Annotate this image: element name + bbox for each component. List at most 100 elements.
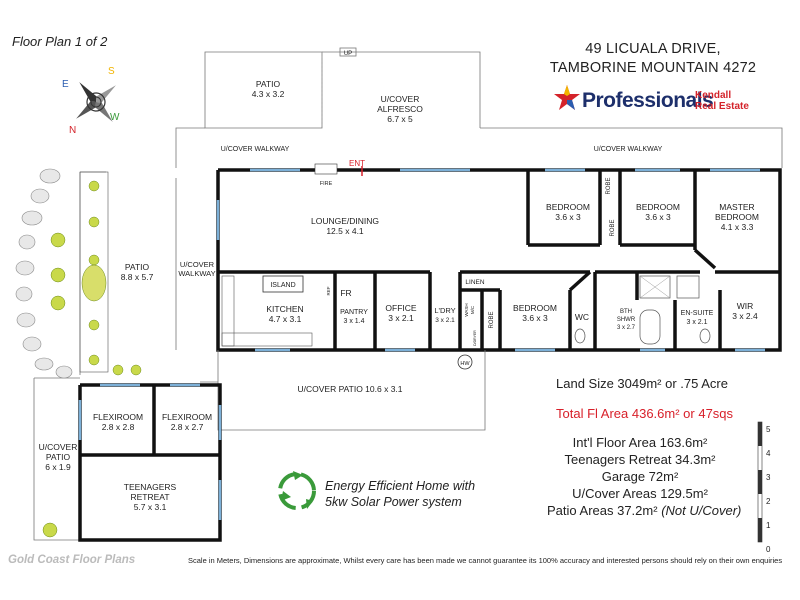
room-bath-2: SHWR bbox=[617, 317, 636, 323]
scale-labels: 5 4 3 2 1 0 bbox=[766, 418, 770, 562]
room-bath: BTH bbox=[620, 309, 632, 315]
room-patio-top: PATIO bbox=[256, 79, 281, 89]
room-bedroom-2: BEDROOM bbox=[636, 202, 680, 212]
label-dryer: D/DRYER bbox=[473, 330, 477, 346]
room-bedroom-2-dim: 3.6 x 3 bbox=[645, 212, 671, 222]
room-ucover-patio-small-dim: 6 x 1.9 bbox=[45, 462, 71, 472]
patio-area: Patio Areas 37.2m² (Not U/Cover) bbox=[547, 503, 741, 518]
total-floor-area: Total Fl Area 436.6m² or 47sqs bbox=[556, 406, 734, 421]
outdoor-outlines bbox=[175, 47, 783, 350]
room-lounge: LOUNGE/DINING bbox=[311, 216, 379, 226]
room-laundry-dim: 3 x 2.1 bbox=[435, 317, 455, 324]
garden-rocks bbox=[15, 168, 73, 379]
address-line-2: TAMBORINE MOUNTAIN 4272 bbox=[549, 60, 757, 76]
teenagers-retreat-area: Teenagers Retreat 34.3m² bbox=[564, 452, 716, 467]
label-fire: FIRE bbox=[320, 181, 333, 187]
room-kitchen-dim: 4.7 x 3.1 bbox=[269, 314, 302, 324]
room-lounge-dim: 12.5 x 4.1 bbox=[326, 226, 364, 236]
room-office-dim: 3 x 2.1 bbox=[388, 313, 414, 323]
energy-note-line-2: 5kw Solar Power system bbox=[325, 495, 462, 509]
shower-icon bbox=[639, 275, 671, 299]
room-flexiroom-1: FLEXIROOM bbox=[93, 412, 143, 422]
compass-e: E bbox=[62, 79, 69, 90]
label-island: ISLAND bbox=[270, 282, 295, 289]
room-wir: WIR bbox=[737, 301, 754, 311]
room-patio-left-dim: 8.8 x 5.7 bbox=[121, 272, 154, 282]
label-walkway-right: U/COVER WALKWAY bbox=[594, 146, 663, 153]
room-wir-dim: 3 x 2.4 bbox=[732, 311, 758, 321]
scale-label-4: 4 bbox=[766, 449, 771, 458]
energy-recycle-icon bbox=[278, 471, 316, 510]
hot-water-icon bbox=[457, 354, 473, 370]
internal-floor-area: Int'l Floor Area 163.6m² bbox=[572, 435, 708, 450]
room-ucover-patio-small-2: PATIO bbox=[46, 452, 71, 462]
room-alfresco-2: ALFRESCO bbox=[377, 104, 423, 114]
scale-label-0: 0 bbox=[766, 545, 771, 554]
room-alfresco-dim: 6.7 x 5 bbox=[387, 114, 413, 124]
room-master: MASTER bbox=[719, 202, 754, 212]
kitchen-island bbox=[262, 275, 304, 293]
footer-brand: Gold Coast Floor Plans bbox=[8, 554, 136, 566]
label-robe-1: ROBE bbox=[606, 177, 612, 194]
room-bath-dim: 3 x 2.7 bbox=[617, 325, 636, 331]
scale-label-3: 3 bbox=[766, 473, 771, 482]
ucover-area: U/Cover Areas 129.5m² bbox=[572, 486, 708, 501]
garden-plants bbox=[42, 180, 142, 538]
room-ucover-patio-small: U/COVER bbox=[39, 442, 78, 452]
patio-area-value: Patio Areas 37.2m² bbox=[547, 503, 658, 518]
room-ucover-patio: U/COVER PATIO 10.6 x 3.1 bbox=[297, 384, 402, 394]
energy-note-line-1: Energy Efficient Home with bbox=[325, 479, 476, 493]
main-walls bbox=[216, 168, 782, 352]
room-master-dim: 4.1 x 3.3 bbox=[721, 222, 754, 232]
room-bedroom-3: BEDROOM bbox=[513, 303, 557, 313]
room-bedroom-3-dim: 3.6 x 3 bbox=[522, 313, 548, 323]
label-robe-2: ROBE bbox=[610, 219, 616, 236]
room-wc: WC bbox=[575, 312, 589, 322]
compass-rose-icon: N E S W bbox=[62, 66, 120, 136]
room-office: OFFICE bbox=[385, 303, 416, 313]
room-patio-left: PATIO bbox=[125, 262, 150, 272]
label-entrance: ENT bbox=[349, 159, 365, 168]
label-linen: LINEN bbox=[465, 279, 484, 286]
compass-s: S bbox=[108, 66, 115, 77]
room-flexiroom-2: FLEXIROOM bbox=[162, 412, 212, 422]
windows bbox=[216, 168, 765, 352]
brand-sub-1: Kendall bbox=[695, 90, 732, 101]
label-wash: WASH bbox=[464, 303, 469, 316]
room-teen-dim: 5.7 x 3.1 bbox=[134, 502, 167, 512]
label-walkway-left: U/COVER WALKWAY bbox=[221, 146, 290, 153]
scale-bar bbox=[757, 421, 763, 543]
brand-sub-2: Real Estate bbox=[695, 101, 749, 112]
label-ref: REF bbox=[326, 286, 331, 295]
footer-disclaimer: Scale in Meters, Dimensions are approxim… bbox=[188, 556, 783, 565]
label-robe-3: ROBE bbox=[489, 311, 495, 328]
room-flexiroom-2-dim: 2.8 x 2.7 bbox=[171, 422, 204, 432]
room-master-2: BEDROOM bbox=[715, 212, 759, 222]
label-walkway-side-2: WALKWAY bbox=[178, 269, 215, 278]
room-bedroom-1: BEDROOM bbox=[546, 202, 590, 212]
land-size: Land Size 3049m² or .75 Acre bbox=[556, 376, 728, 391]
label-fridge: FR bbox=[340, 288, 351, 298]
label-up: UP bbox=[344, 51, 352, 57]
room-pantry: PANTRY bbox=[340, 309, 368, 316]
room-alfresco: U/COVER bbox=[381, 94, 420, 104]
compass-n: N bbox=[69, 125, 76, 136]
room-laundry: L'DRY bbox=[434, 306, 455, 315]
room-patio-top-dim: 4.3 x 3.2 bbox=[252, 89, 285, 99]
garage-area: Garage 72m² bbox=[601, 469, 679, 484]
scale-label-2: 2 bbox=[766, 497, 771, 506]
patio-area-note: (Not U/Cover) bbox=[661, 503, 742, 518]
retreat-walls bbox=[78, 383, 222, 542]
compass-w: W bbox=[110, 112, 120, 123]
plan-title: Floor Plan 1 of 2 bbox=[12, 34, 108, 49]
scale-label-5: 5 bbox=[766, 425, 771, 434]
room-ensuite-dim: 3 x 2.1 bbox=[686, 319, 707, 326]
scale-label-1: 1 bbox=[766, 521, 771, 530]
professionals-star-logo bbox=[554, 85, 580, 110]
room-kitchen: KITCHEN bbox=[266, 304, 303, 314]
room-teen: TEENAGERS bbox=[124, 482, 177, 492]
energy-note: Energy Efficient Home with 5kw Solar Pow… bbox=[325, 478, 475, 510]
toilet-icon bbox=[574, 328, 586, 344]
